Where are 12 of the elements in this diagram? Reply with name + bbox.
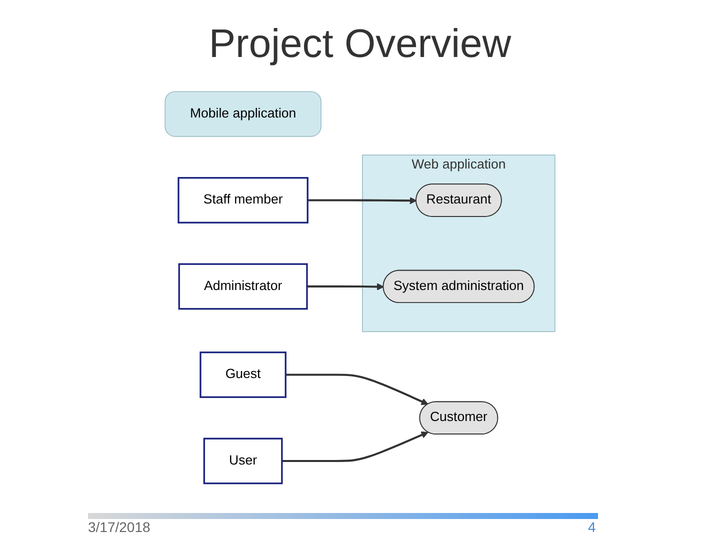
arrow (282, 432, 428, 462)
node-box: Guest (200, 352, 286, 398)
arrow (307, 283, 384, 290)
node-box: Administrator (178, 263, 308, 310)
node-box: User (203, 438, 283, 484)
node-box: Staff member (178, 177, 308, 224)
page-number: 4 (588, 519, 596, 535)
date-text: 3/17/2018 (88, 519, 150, 535)
slide-title: Project Overview (208, 22, 512, 67)
node-box: Mobile application (164, 91, 322, 137)
arrow (308, 196, 417, 204)
arrow (286, 374, 428, 405)
